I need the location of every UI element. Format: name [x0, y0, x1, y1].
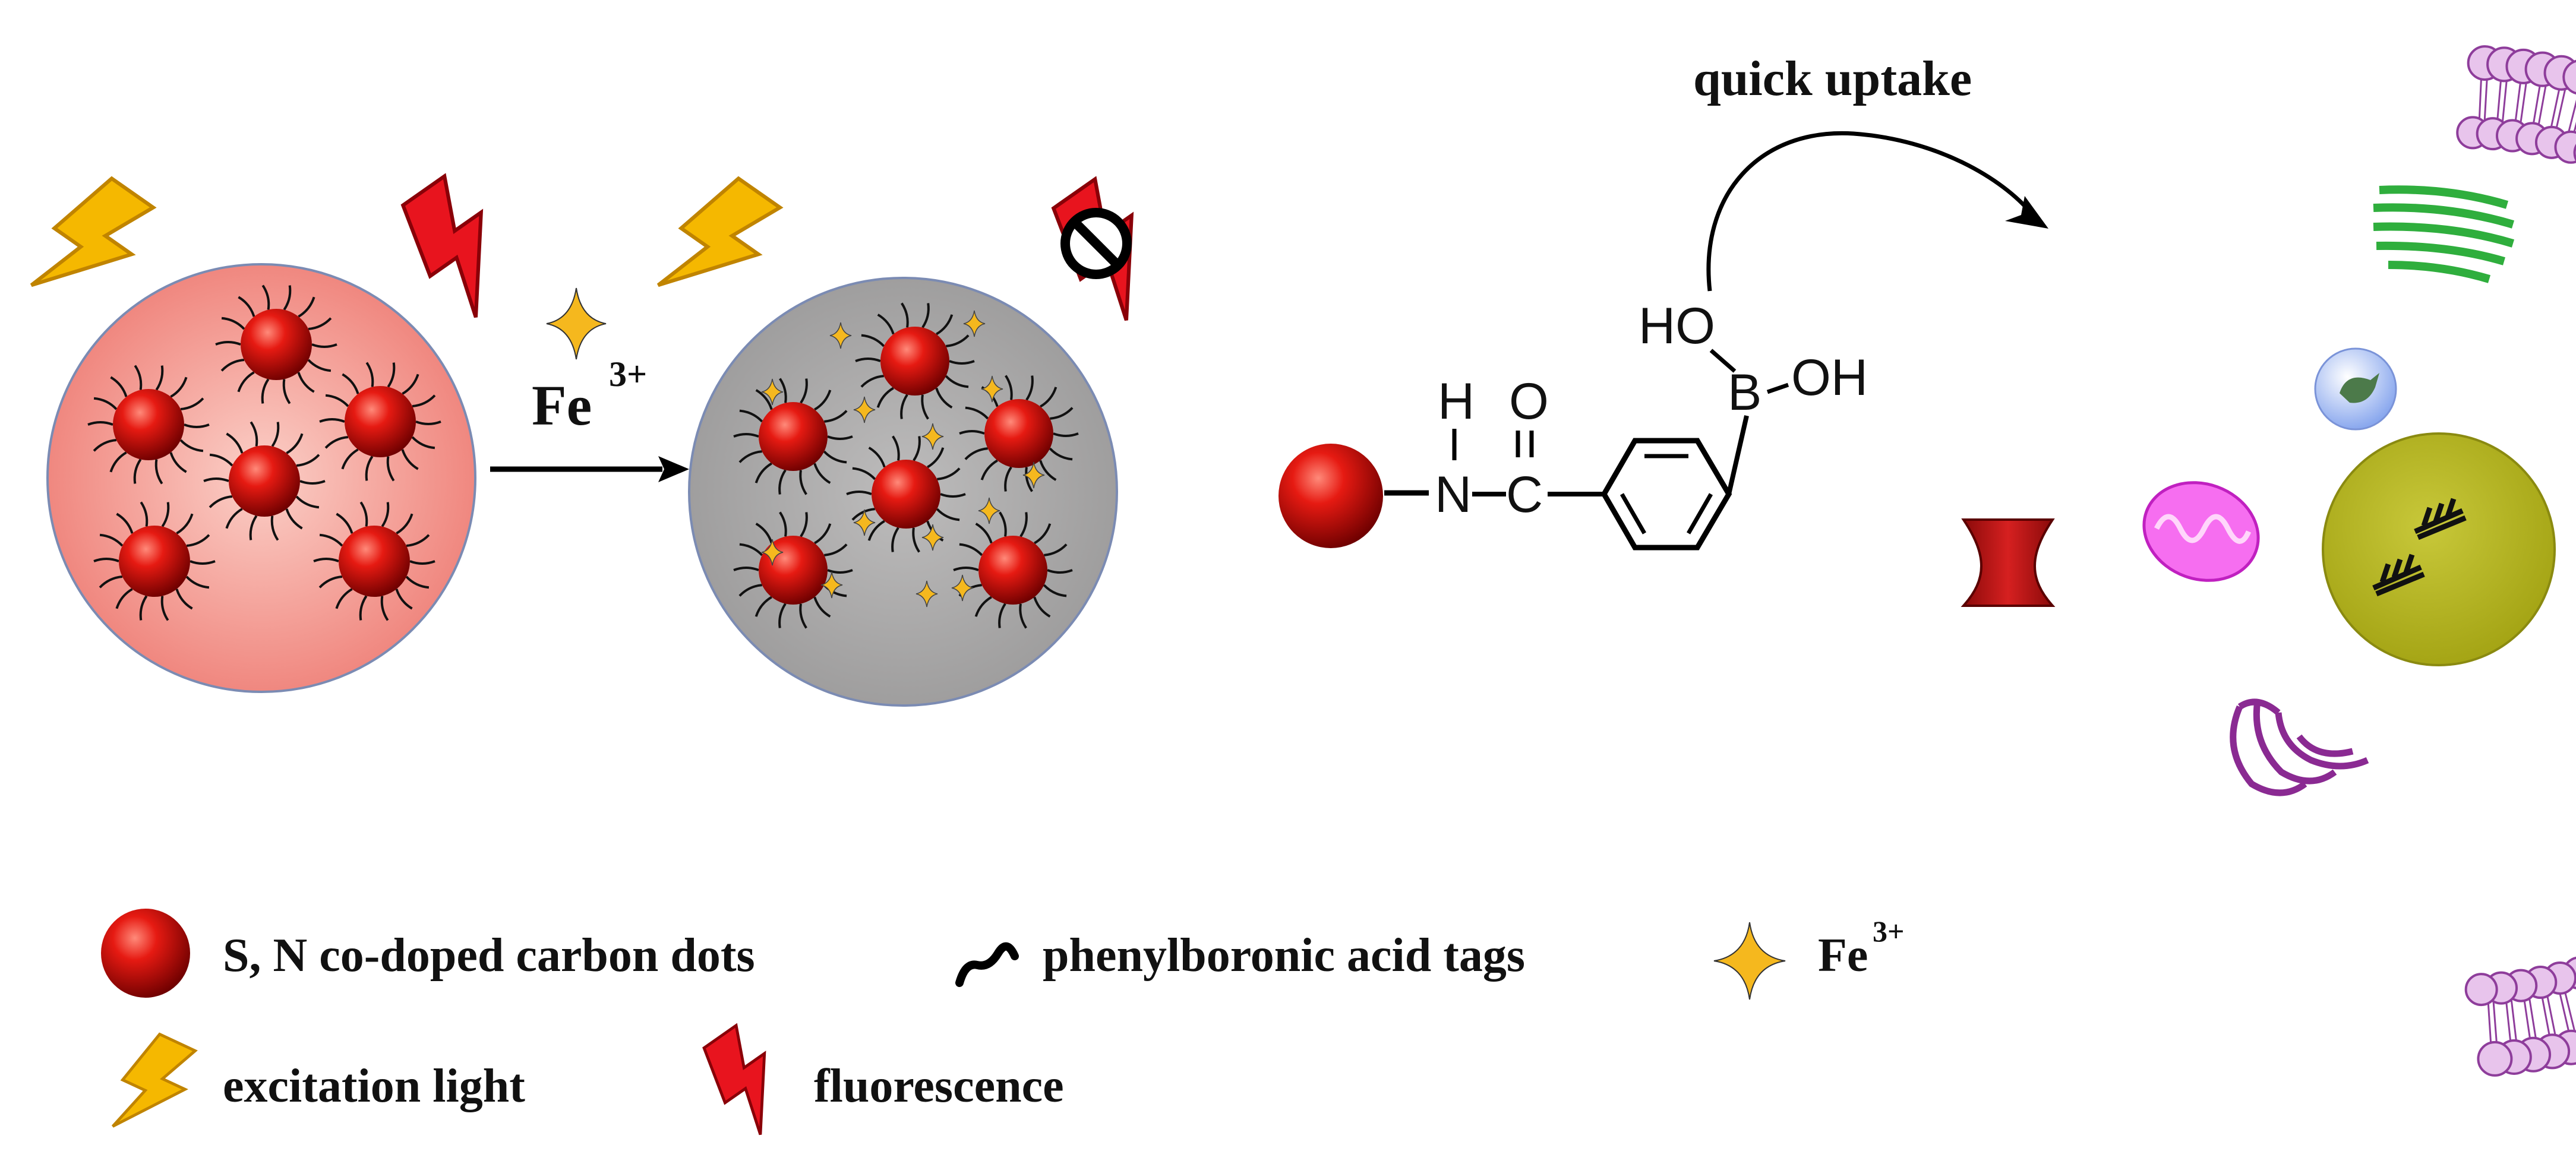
legend-fluorescence-icon	[702, 1023, 766, 1135]
fe-star-cluster	[761, 310, 1045, 608]
legend-tag-icon	[955, 942, 1019, 987]
fe-star	[829, 322, 852, 349]
legend-fe: Fe	[1818, 929, 1868, 982]
atom-ho: HO	[1639, 298, 1715, 355]
chemical-structure: H N C O B HO OH	[1278, 298, 1868, 551]
blocked-fluorescence-icon	[1051, 176, 1134, 321]
cell-membrane	[2456, 45, 2576, 1077]
carbon-dot-b	[855, 302, 975, 420]
legend-dot-icon	[101, 909, 190, 998]
carbon-dot-cluster-a	[87, 284, 441, 621]
fe-star	[761, 539, 784, 566]
atom-o: O	[1509, 373, 1549, 430]
fe-star	[963, 310, 986, 337]
carbon-dot-b	[846, 435, 966, 553]
mitochondrion-icon	[2142, 481, 2260, 582]
fe-star	[981, 375, 1003, 403]
excitation-light-icon-2	[656, 176, 784, 287]
fe-star-icon	[546, 287, 607, 360]
structure-dot	[1278, 444, 1383, 548]
fe-star	[820, 571, 843, 599]
atom-h: H	[1438, 373, 1475, 430]
golgi-icon	[2373, 185, 2515, 283]
legend-carbon-dots: S, N co-doped carbon dots	[223, 929, 755, 982]
carbon-dot-b	[953, 511, 1073, 629]
fe-star	[916, 580, 938, 608]
legend-tags: phenylboronic acid tags	[1043, 929, 1525, 982]
fe-addition-arrow: Fe 3+	[490, 287, 689, 482]
carbon-dot-a	[203, 421, 326, 541]
legend-excitation-icon	[111, 1032, 198, 1128]
fe-star	[978, 497, 1000, 524]
nucleus-icon	[2322, 432, 2556, 666]
fe-star	[921, 423, 944, 450]
uptake-arrow: quick uptake	[1693, 51, 2048, 292]
carbon-dot-a	[87, 365, 210, 485]
legend: S, N co-doped carbon dots phenylboronic …	[101, 909, 1905, 1135]
legend-fluorescence: fluorescence	[814, 1060, 1064, 1112]
excitation-light-icon	[30, 176, 157, 287]
fe-star	[853, 396, 876, 423]
fe-star	[761, 378, 784, 406]
ion-channel-icon	[1961, 518, 2056, 607]
quenched-particle	[688, 277, 1118, 707]
atom-oh: OH	[1791, 349, 1868, 406]
fe-star	[951, 574, 974, 602]
fe-label: Fe	[532, 374, 592, 437]
endoplasmic-reticulum-icon	[2230, 698, 2369, 796]
legend-excitation: excitation light	[223, 1060, 525, 1112]
carbon-dot-a	[215, 284, 337, 404]
arrow-head	[658, 456, 689, 482]
fe-superscript: 3+	[609, 355, 647, 394]
vesicle-icon	[2314, 347, 2397, 431]
fluorescent-particle	[46, 263, 476, 693]
carbon-dot-a	[313, 501, 435, 621]
atom-n: N	[1435, 466, 1472, 523]
fe-star	[1022, 461, 1045, 489]
uptake-label: quick uptake	[1693, 51, 1972, 106]
fe-star	[921, 524, 944, 551]
carbon-dot-b	[733, 378, 853, 495]
atom-b: B	[1728, 364, 1761, 421]
fe-star	[853, 509, 876, 536]
carbon-dot-a	[93, 501, 216, 621]
atom-c: C	[1506, 466, 1543, 523]
carbon-dot-a	[319, 362, 441, 482]
legend-fe-star-icon	[1713, 922, 1786, 1000]
carbon-dot-cluster-b	[733, 302, 1079, 629]
legend-fe-sup: 3+	[1873, 915, 1905, 948]
fluorescence-icon	[400, 173, 484, 318]
